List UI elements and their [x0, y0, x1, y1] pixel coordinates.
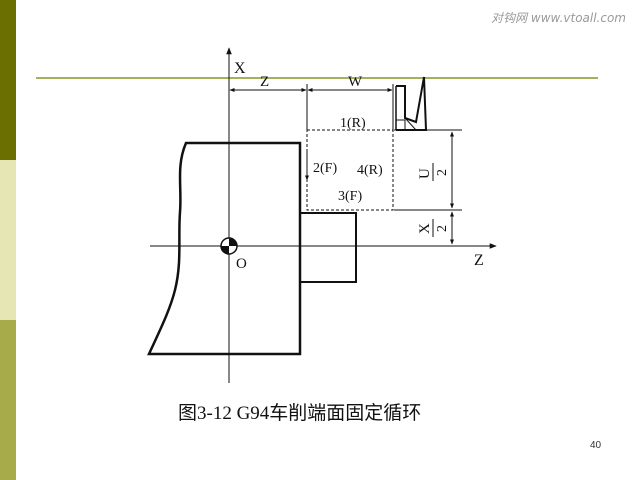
- x-half-num: X: [417, 223, 433, 234]
- u-half-num: U: [417, 168, 433, 179]
- origin-symbol: [220, 237, 238, 255]
- x-half-fraction: X 2: [417, 219, 450, 237]
- origin-label: O: [236, 256, 247, 272]
- workpiece-body: [147, 141, 302, 356]
- dim-z-label: Z: [260, 74, 269, 90]
- step-4-label: 4(R): [357, 163, 383, 178]
- workpiece-step: [300, 212, 357, 283]
- title-rule-line: [36, 77, 598, 79]
- cutting-tool: [395, 76, 428, 131]
- x-half-den: 2: [435, 225, 450, 232]
- step-2-label: 2(F): [313, 161, 337, 176]
- z-axis-label: Z: [474, 252, 484, 269]
- watermark: 对钩网 www.vtoall.com: [491, 11, 626, 25]
- dim-w-label: W: [348, 74, 363, 90]
- page-number: 40: [590, 440, 602, 451]
- u-half-den: 2: [435, 169, 450, 176]
- band-light: [0, 160, 16, 320]
- step-3-label: 3(F): [338, 189, 362, 204]
- x-axis-label: X: [234, 60, 246, 77]
- u-half-fraction: U 2: [417, 163, 450, 181]
- band-mid: [0, 320, 16, 480]
- step-1-label: 1(R): [340, 116, 366, 131]
- band-dark: [0, 0, 16, 160]
- left-color-band: [0, 0, 16, 480]
- figure-caption: 图3-12 G94车削端面固定循环: [178, 403, 422, 424]
